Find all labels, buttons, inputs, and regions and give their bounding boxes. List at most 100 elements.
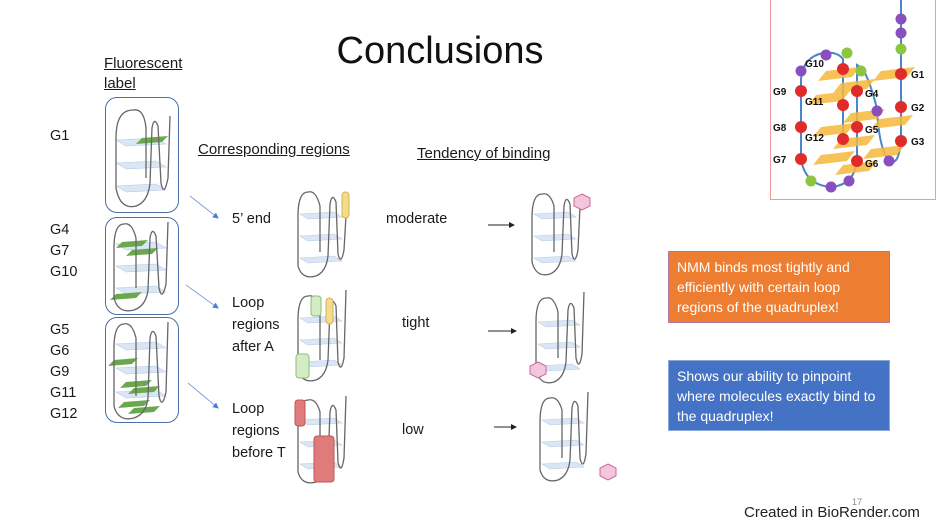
tetrad-plane (813, 123, 855, 137)
fluorescent-label-line2: label (104, 75, 136, 92)
binding-result-low-icon (539, 391, 617, 482)
g-label: G4 (50, 222, 70, 238)
tendency-of-binding-header: Tendency of binding (417, 145, 551, 162)
tetrad-plane (873, 67, 915, 81)
region-label-line: Loop (232, 401, 265, 417)
g-label: G10 (50, 264, 78, 280)
tetrad-plane (863, 145, 905, 159)
green-nucleotide (855, 65, 867, 77)
purple-nucleotide (843, 175, 855, 187)
region-label-loop-after-a: Loop regions after A (232, 292, 280, 358)
guanine-bead (851, 121, 863, 133)
guanine-label: G3 (911, 137, 925, 148)
tetrad-plane (871, 115, 913, 129)
green-nucleotide (841, 47, 853, 59)
region-schematic-loop-after-a-icon (295, 289, 347, 382)
purple-nucleotide (895, 13, 907, 25)
guanine-label: G7 (773, 155, 787, 166)
purple-nucleotide (825, 181, 837, 193)
guanine-bead (837, 99, 849, 111)
callout-nmm-binding: NMM binds most tightly and efficiently w… (668, 251, 890, 323)
binding-result-moderate-icon (531, 193, 591, 276)
guanine-bead (895, 68, 907, 80)
g-label: G11 (50, 385, 77, 401)
tetrad-plane (808, 91, 850, 105)
region-schematic-loop-before-t-icon (294, 395, 347, 484)
guanine-label: G12 (805, 133, 824, 144)
label-box-g1 (105, 97, 179, 213)
g-label: G9 (50, 364, 70, 380)
biorender-credit: Created in BioRender.com (744, 504, 920, 521)
quadruplex-schematic-icon (110, 221, 169, 312)
callout-pinpoint-ability: Shows our ability to pinpoint where mole… (668, 360, 890, 431)
guanine-label: G6 (865, 159, 879, 170)
green-nucleotide (895, 43, 907, 55)
nmm-hexagon-icon (599, 463, 617, 481)
label-box-g5-g6-g9-g11-g12 (105, 317, 179, 423)
slide-title: Conclusions (336, 30, 544, 72)
guanine-bead (795, 85, 807, 97)
guanine-bead (895, 101, 907, 113)
guanine-label: G9 (773, 87, 787, 98)
purple-nucleotide (883, 155, 895, 167)
arrow-to-loop-before-t (187, 382, 219, 409)
guanine-label: G5 (865, 125, 879, 136)
g-label: G12 (50, 406, 78, 422)
tendency-moderate: moderate (386, 211, 448, 227)
region-label-line: Loop (232, 295, 265, 311)
tetrad-plane (818, 67, 860, 81)
region-label-line: after A (232, 339, 274, 355)
label-box-g4-g7-g10 (105, 217, 179, 315)
arrow-to-loop-after-a (185, 284, 219, 309)
page-number: 17 (852, 497, 863, 507)
quadruplex-schematic-icon (114, 109, 171, 208)
purple-nucleotide (871, 105, 883, 117)
guanine-label: G2 (911, 103, 925, 114)
purple-nucleotide (820, 49, 832, 61)
guanine-bead (795, 153, 807, 165)
quadruplex-schematic-icon (108, 321, 169, 420)
region-label-loop-before-t: Loop regions before T (232, 398, 286, 464)
guanine-bead (795, 121, 807, 133)
region-label-line: regions (232, 423, 280, 439)
green-nucleotide (805, 175, 817, 187)
guanine-label: G4 (865, 89, 879, 100)
guanine-bead (851, 85, 863, 97)
g-labels-group-1: G1 (50, 126, 69, 147)
guanine-bead (895, 135, 907, 147)
arrow-to-5-end (189, 195, 219, 219)
tetrad-plane (833, 135, 875, 149)
region-label-5-end: 5’ end (232, 209, 271, 230)
guanine-bead (837, 63, 849, 75)
guanine-bead (851, 155, 863, 167)
nmm-hexagon-icon (529, 361, 547, 379)
guanine-label: G1 (911, 70, 925, 81)
tetrad-plane (813, 151, 855, 165)
corresponding-regions-header: Corresponding regions (198, 141, 350, 158)
fluorescent-label-header: Fluorescent label (104, 54, 182, 94)
guanine-bead (837, 133, 849, 145)
g-label: G7 (50, 243, 70, 259)
g-labels-group-2: G4 G7 G10 (50, 220, 77, 283)
purple-nucleotide (895, 27, 907, 39)
tendency-tight: tight (402, 315, 430, 331)
g-label: G6 (50, 343, 70, 359)
g-labels-group-3: G5 G6 G9 G11 G12 (50, 320, 77, 425)
region-label-line: 5’ end (232, 211, 271, 227)
g-label: G5 (50, 322, 70, 338)
tetrad-plane (835, 161, 877, 175)
region-label-line: before T (232, 445, 286, 461)
guanine-label: G11 (805, 97, 824, 108)
g-label: G1 (50, 128, 70, 144)
binding-result-tight-icon (529, 291, 585, 384)
region-label-line: regions (232, 317, 280, 333)
nmm-hexagon-icon (573, 193, 591, 211)
purple-nucleotide (795, 65, 807, 77)
guanine-label: G10 (805, 59, 824, 70)
guanine-label: G8 (773, 123, 787, 134)
fluorescent-label-line1: Fluorescent (104, 55, 183, 72)
tendency-low: low (402, 422, 424, 438)
